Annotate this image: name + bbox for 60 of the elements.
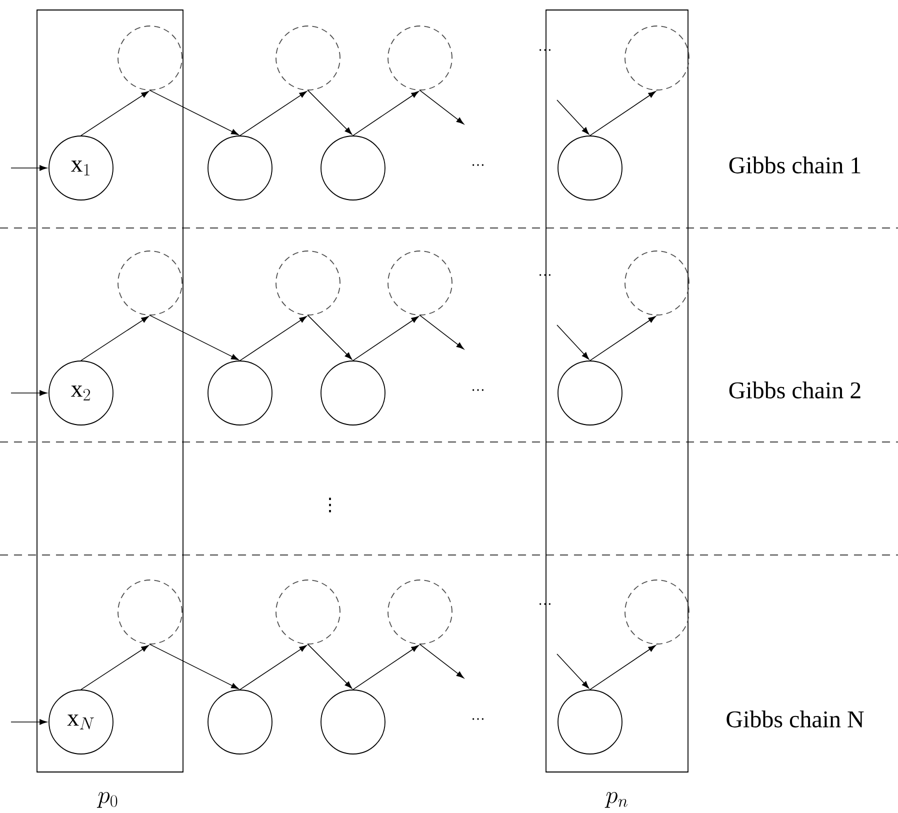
column-label: $p_n$ <box>604 792 628 808</box>
arrow <box>590 645 656 690</box>
arrow <box>240 316 307 361</box>
state-circle <box>208 136 272 200</box>
dashed-circle <box>118 580 182 644</box>
arrow <box>150 90 239 136</box>
arrow <box>10 719 48 725</box>
arrow <box>556 324 590 360</box>
row-label: Gibbs chain N <box>726 710 864 728</box>
state-circle <box>320 136 386 200</box>
arrow <box>420 315 464 350</box>
ellipsis: … <box>540 603 551 605</box>
dashed-circle <box>118 26 182 90</box>
arrow <box>352 645 419 690</box>
arrow <box>590 316 656 361</box>
arrow <box>80 645 149 690</box>
dashed-circle <box>388 26 452 90</box>
state-circle <box>320 360 386 426</box>
state-circle <box>320 690 386 754</box>
arrow <box>80 91 149 136</box>
state-circle <box>558 360 622 426</box>
arrow <box>308 644 352 689</box>
arrow <box>240 645 307 690</box>
arrow <box>308 90 352 135</box>
dashed-circle <box>276 580 340 644</box>
arrow <box>150 644 239 690</box>
dashed-circle <box>624 250 690 316</box>
ellipsis: … <box>540 274 551 276</box>
arrow <box>80 316 149 361</box>
row-label: Gibbs chain 1 <box>729 156 860 174</box>
arrow <box>308 315 352 360</box>
arrow <box>150 315 239 360</box>
dashed-circle <box>118 250 182 316</box>
dashed-circle <box>388 250 452 316</box>
ellipsis: … <box>540 49 551 51</box>
ellipsis: ⋮ <box>329 498 331 512</box>
state-circle <box>208 360 272 426</box>
arrow <box>556 100 590 135</box>
row-label: Gibbs chain 2 <box>729 382 860 398</box>
column-label: $p_0$ <box>96 792 118 808</box>
arrow <box>556 654 590 689</box>
arrow <box>10 165 48 171</box>
arrow <box>420 644 464 678</box>
state-circle <box>558 690 622 754</box>
arrow <box>352 316 419 361</box>
ellipsis: … <box>472 164 484 166</box>
state-circle <box>558 136 622 200</box>
arrow <box>352 91 419 136</box>
arrow <box>420 90 464 124</box>
state-circle <box>208 690 272 754</box>
dashed-circle <box>624 26 690 90</box>
dashed-circle <box>388 580 452 644</box>
dashed-circle <box>276 250 340 316</box>
arrow <box>10 390 48 396</box>
arrow <box>590 91 656 136</box>
ellipsis: … <box>472 389 484 391</box>
ellipsis: … <box>472 718 484 720</box>
arrow <box>240 91 307 136</box>
dashed-circle <box>276 26 340 90</box>
dashed-circle <box>624 580 690 644</box>
